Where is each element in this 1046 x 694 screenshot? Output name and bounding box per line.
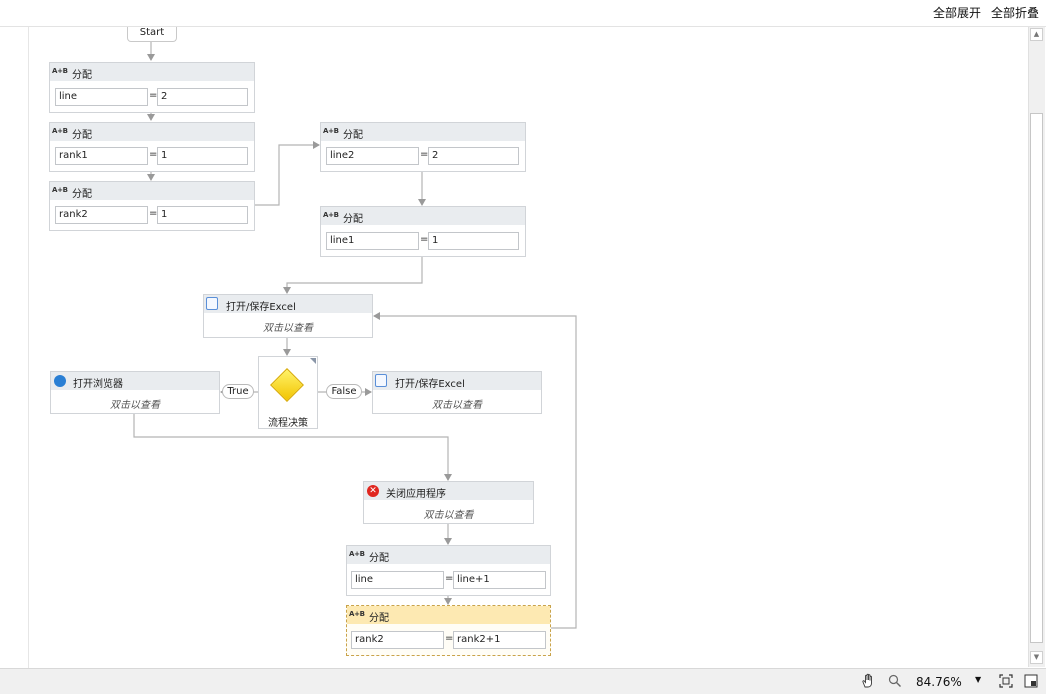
flowchart-canvas[interactable]: Start A+B 分配 line = 2 A+B 分配 rank1 = 1 A…	[28, 27, 819, 668]
connector-lines	[133, 42, 577, 629]
zoom-search-icon[interactable]	[887, 673, 903, 689]
activity-header: A+B 分配	[321, 207, 525, 225]
activity-title: 打开浏览器	[73, 379, 123, 390]
activity-header: A+B 分配	[50, 182, 254, 200]
assign-icon: A+B	[349, 610, 365, 618]
assign-icon: A+B	[323, 127, 339, 135]
assign-value-field[interactable]: 1	[428, 232, 519, 250]
activity-header: 打开/保存Excel	[204, 295, 372, 313]
globe-icon	[54, 375, 66, 387]
assign-to-field[interactable]: line	[351, 571, 444, 589]
activity-title: 分配	[369, 553, 389, 564]
assign-activity-line[interactable]: A+B 分配 line = 2	[49, 62, 255, 113]
assign-to-field[interactable]: rank1	[55, 147, 148, 165]
equals-sign: =	[149, 208, 158, 219]
properties-panel	[818, 27, 1028, 668]
top-toolbar: 全部展开 全部折叠	[0, 0, 1046, 27]
activity-header: A+B 分配	[50, 63, 254, 81]
assign-icon: A+B	[323, 211, 339, 219]
status-bar: 84.76% ▼	[0, 668, 1046, 694]
activity-title: 打开/保存Excel	[395, 379, 465, 390]
equals-sign: =	[149, 149, 158, 160]
assign-icon: A+B	[52, 67, 68, 75]
assign-value-field[interactable]: 2	[157, 88, 248, 106]
assign-value-field[interactable]: rank2+1	[453, 631, 546, 649]
zoom-dropdown-icon[interactable]: ▼	[975, 675, 982, 684]
assign-value-field[interactable]: 1	[157, 147, 248, 165]
assign-to-field[interactable]: line1	[326, 232, 419, 250]
activity-header: A+B 分配	[50, 123, 254, 141]
activity-header: A+B 分配	[321, 123, 525, 141]
assign-value-field[interactable]: line+1	[453, 571, 546, 589]
overview-map-icon[interactable]	[1023, 673, 1039, 689]
decision-label: 流程决策	[268, 418, 308, 429]
equals-sign: =	[420, 234, 429, 245]
collapse-all-button[interactable]: 全部折叠	[991, 6, 1040, 20]
equals-sign: =	[445, 633, 454, 644]
false-branch-label[interactable]: False	[326, 384, 362, 399]
assign-to-field[interactable]: rank2	[55, 206, 148, 224]
scroll-thumb[interactable]	[1030, 113, 1043, 643]
assign-activity-line1[interactable]: A+B 分配 line1 = 1	[320, 206, 526, 257]
true-branch-label[interactable]: True	[222, 384, 254, 399]
fit-to-screen-icon[interactable]	[998, 673, 1014, 689]
close-circle-icon: ✕	[367, 485, 379, 497]
flow-decision-node[interactable]: 流程决策	[258, 356, 318, 429]
assign-value-field[interactable]: 2	[428, 147, 519, 165]
activity-title: 分配	[343, 214, 363, 225]
activity-title: 打开/保存Excel	[226, 302, 296, 313]
expand-all-button[interactable]: 全部展开	[933, 6, 982, 20]
activity-header: 打开浏览器	[51, 372, 219, 390]
open-browser-activity[interactable]: 打开浏览器 双击以查看	[50, 371, 220, 414]
activity-title: 分配	[369, 613, 389, 624]
assign-to-field[interactable]: rank2	[351, 631, 444, 649]
zoom-level[interactable]: 84.76%	[916, 675, 962, 689]
assign-to-field[interactable]: line	[55, 88, 148, 106]
activity-header: A+B 分配	[347, 606, 550, 624]
activity-title: 分配	[72, 130, 92, 141]
scroll-up-button[interactable]: ▲	[1030, 28, 1043, 41]
double-click-hint: 双击以查看	[423, 510, 474, 521]
hand-pan-icon[interactable]	[860, 673, 876, 689]
assign-icon: A+B	[349, 550, 365, 558]
double-click-hint: 双击以查看	[263, 323, 313, 334]
activity-header: 打开/保存Excel	[373, 372, 541, 390]
assign-activity-line2[interactable]: A+B 分配 line2 = 2	[320, 122, 526, 172]
assign-activity-line-increment[interactable]: A+B 分配 line = line+1	[346, 545, 551, 596]
vertical-scrollbar[interactable]: ▲ ▼	[1028, 27, 1045, 667]
assign-activity-rank2-increment[interactable]: A+B 分配 rank2 = rank2+1	[346, 605, 551, 656]
activity-title: 分配	[343, 130, 363, 141]
excel-file-icon	[375, 374, 387, 387]
excel-file-icon	[206, 297, 218, 310]
double-click-hint: 双击以查看	[432, 400, 482, 411]
activity-title: 分配	[72, 70, 92, 81]
equals-sign: =	[149, 90, 158, 101]
assign-activity-rank2[interactable]: A+B 分配 rank2 = 1	[49, 181, 255, 231]
assign-value-field[interactable]: 1	[157, 206, 248, 224]
scroll-down-button[interactable]: ▼	[1030, 651, 1043, 664]
open-save-excel-activity[interactable]: 打开/保存Excel 双击以查看	[203, 294, 373, 338]
close-application-activity[interactable]: ✕ 关闭应用程序 双击以查看	[363, 481, 534, 524]
assign-icon: A+B	[52, 186, 68, 194]
decision-diamond-icon	[270, 368, 304, 402]
open-save-excel-activity-2[interactable]: 打开/保存Excel 双击以查看	[372, 371, 542, 414]
double-click-hint: 双击以查看	[110, 400, 160, 411]
activity-header: A+B 分配	[347, 546, 550, 564]
equals-sign: =	[420, 149, 429, 160]
start-node[interactable]: Start	[127, 27, 177, 42]
corner-marker-icon	[310, 358, 316, 364]
activity-header: ✕ 关闭应用程序	[364, 482, 533, 500]
equals-sign: =	[445, 573, 454, 584]
assign-to-field[interactable]: line2	[326, 147, 419, 165]
activity-title: 关闭应用程序	[386, 489, 446, 500]
assign-icon: A+B	[52, 127, 68, 135]
assign-activity-rank1[interactable]: A+B 分配 rank1 = 1	[49, 122, 255, 172]
activity-title: 分配	[72, 189, 92, 200]
